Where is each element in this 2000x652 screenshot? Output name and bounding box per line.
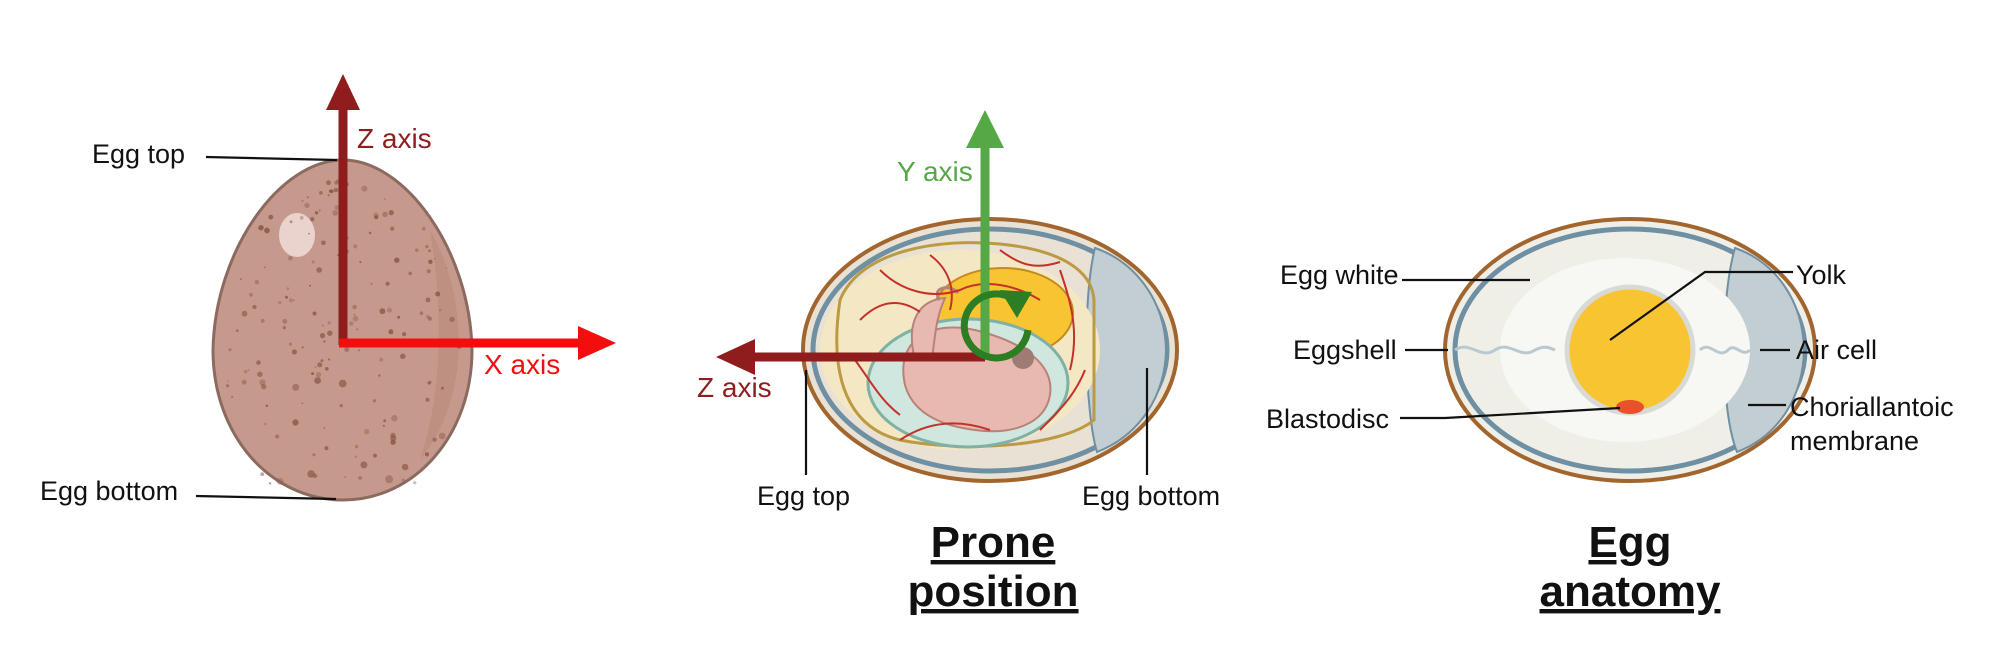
x-axis-label: X axis: [484, 349, 560, 380]
blastodisc: [1616, 400, 1644, 414]
yolk-leader: [1609, 270, 1793, 341]
chorioallantoic-label-line1: Choriallantoic: [1790, 392, 1954, 422]
egg-top-label: Egg top: [92, 139, 185, 169]
rotation-arrow-icon: [960, 290, 1032, 362]
blastodisc-leader: [1400, 406, 1621, 420]
blastodisc-label: Blastodisc: [1266, 404, 1389, 434]
anatomy-title-line2: anatomy: [1540, 567, 1721, 616]
right-panel: Egg white Eggshell Blastodisc Yolk Air c…: [1266, 217, 1954, 616]
blood-vessels: [854, 249, 1086, 441]
middle-panel: Y axis Z axis Egg top Egg bottom Prone p…: [697, 110, 1220, 616]
egg-bottom-label: Egg bottom: [40, 476, 178, 506]
egg-highlight: [279, 213, 315, 257]
prone-egg-top-label: Egg top: [757, 481, 850, 511]
chalazae: [1454, 345, 1752, 355]
z-axis-arrow: [326, 74, 360, 345]
eggshell-label: Eggshell: [1293, 335, 1397, 365]
z-axis-label: Z axis: [357, 123, 432, 154]
z-axis-label-middle: Z axis: [697, 372, 772, 403]
left-panel: Z axis X axis Egg top Egg bottom: [40, 74, 616, 506]
yolk: [1564, 284, 1696, 416]
y-axis-label: Y axis: [897, 156, 973, 187]
x-axis-arrow: [339, 326, 616, 360]
prone-title-line2: position: [907, 567, 1078, 616]
prone-chorioallantois: [835, 241, 1096, 448]
y-axis-arrow: [966, 110, 1004, 355]
z-axis-arrow-horizontal: [716, 339, 985, 375]
egg-white-label: Egg white: [1280, 260, 1399, 290]
yolk-label: Yolk: [1796, 260, 1847, 290]
egg-top-leader: [205, 155, 338, 162]
chorioallantoic-label-line2: membrane: [1790, 426, 1919, 456]
prone-title-line1: Prone: [931, 518, 1056, 567]
anatomy-title-line1: Egg: [1588, 518, 1671, 567]
egg-bottom-leader: [195, 494, 337, 501]
prone-egg-bottom-label: Egg bottom: [1082, 481, 1220, 511]
air-cell-label: Air cell: [1796, 335, 1877, 365]
